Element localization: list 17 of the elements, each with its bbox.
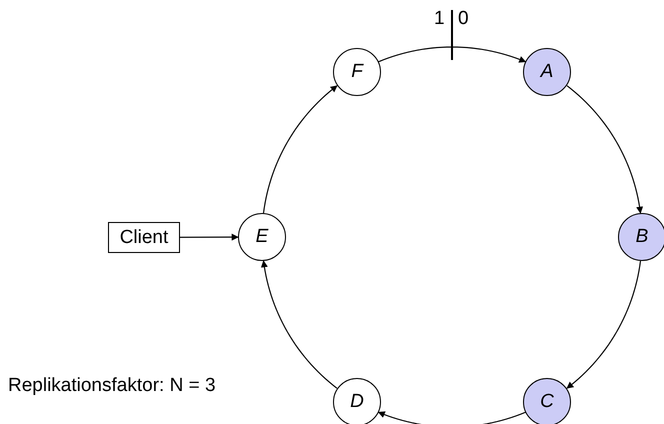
partition-label: 1 [434, 8, 445, 30]
arrow [262, 85, 338, 214]
node-circle: B [618, 213, 664, 261]
replication-note: Replikationsfaktor: N = 3 [8, 375, 216, 397]
arrow [378, 411, 526, 424]
node-circle: C [523, 378, 571, 424]
arrow [378, 46, 526, 63]
arrow [566, 85, 644, 214]
node-circle: F [333, 48, 381, 96]
node-circle: E [238, 213, 286, 261]
node-circle: D [333, 378, 381, 424]
partition-label: 0 [458, 8, 469, 30]
arrow [566, 260, 642, 389]
node-circle: A [523, 48, 571, 96]
client-box: Client [108, 222, 180, 253]
arrow [180, 234, 239, 241]
arrow [260, 260, 338, 389]
